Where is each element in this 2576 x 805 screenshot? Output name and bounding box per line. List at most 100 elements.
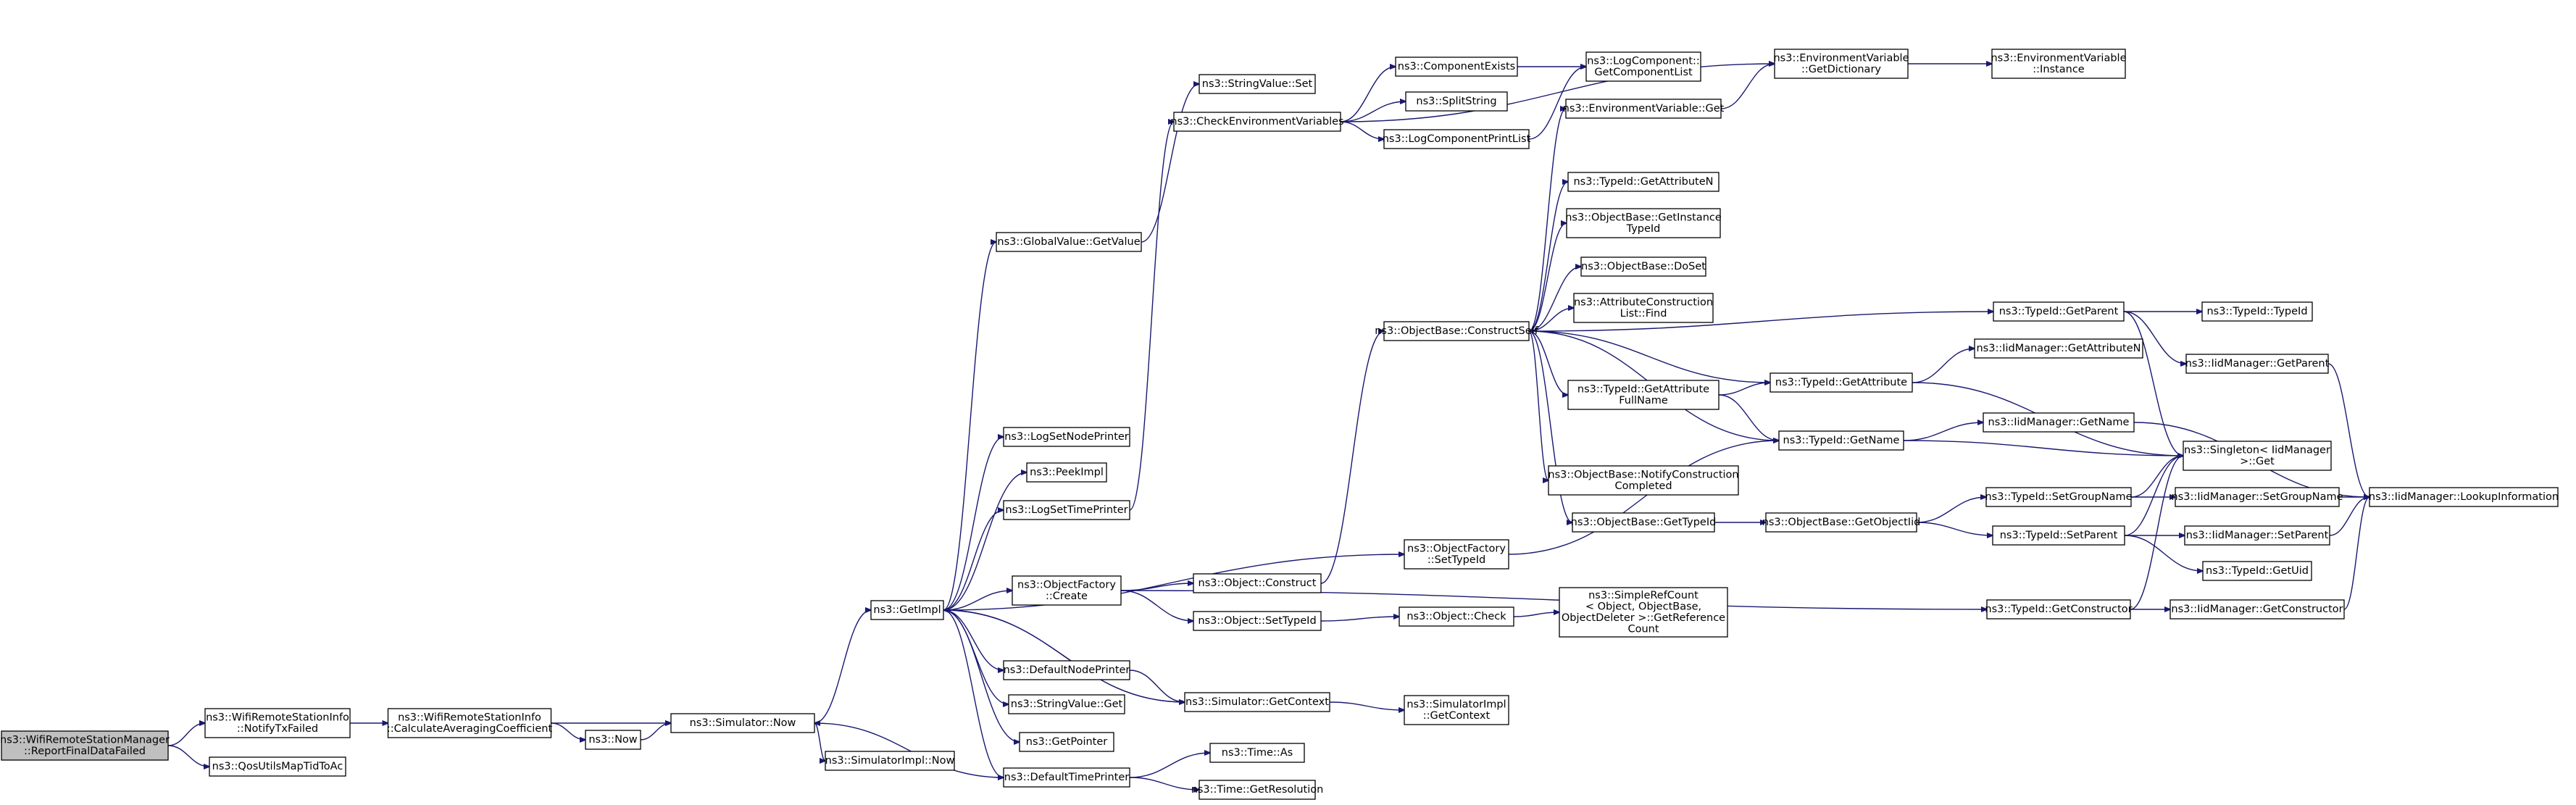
graph-node-simnow[interactable]: ns3::Simulator::Now: [670, 713, 815, 733]
node-box: [870, 600, 944, 620]
node-box: [1003, 427, 1130, 447]
node-box: [1983, 412, 2135, 433]
graph-node-ofcreate[interactable]: ns3::ObjectFactory::Create: [1012, 575, 1122, 606]
graph-node-svset[interactable]: ns3::StringValue::Set: [1199, 74, 1316, 94]
graph-node-tidgetattrn[interactable]: ns3::TypeId::GetAttributeN: [1567, 172, 1720, 192]
graph-node-iidlookup[interactable]: ns3::IidManager::LookupInformation: [2369, 487, 2559, 507]
graph-node-getpointer[interactable]: ns3::GetPointer: [1019, 732, 1114, 752]
graph-node-lognode[interactable]: ns3::LogSetNodePrinter: [1003, 427, 1130, 447]
graph-node-logcompget[interactable]: ns3::LogComponent::GetComponentList: [1585, 51, 1701, 82]
node-box: [1008, 694, 1125, 714]
edge-obcs-to-tidgetattr: [1528, 330, 1770, 383]
graph-node-timeas[interactable]: ns3::Time::As: [1209, 743, 1305, 763]
graph-node-qosutils[interactable]: ns3::QosUtilsMapTidToAc: [209, 756, 346, 777]
graph-node-checkenv[interactable]: ns3::CheckEnvironmentVariables: [1170, 112, 1344, 132]
graph-node-notify[interactable]: ns3::WifiRemoteStationInfo::NotifyTxFail…: [204, 708, 351, 738]
graph-node-compexists[interactable]: ns3::ComponentExists: [1395, 57, 1518, 77]
graph-node-obnotify[interactable]: ns3::ObjectBase::NotifyConstructionCompl…: [1548, 465, 1739, 496]
graph-node-tidsetgroup[interactable]: ns3::TypeId::SetGroupName: [1985, 487, 2133, 507]
graph-node-simimplnow[interactable]: ns3::SimulatorImpl::Now: [825, 751, 955, 771]
graph-node-splitstring[interactable]: ns3::SplitString: [1405, 91, 1508, 112]
node-label: ns3::ObjectBase::ConstructSelf: [1375, 325, 1538, 337]
node-label: ns3::Time::GetResolution: [1191, 784, 1324, 796]
node-box: [1003, 767, 1130, 788]
edge-tidgetname-to-iidgetname: [1903, 422, 1983, 441]
graph-node-tidgetuid[interactable]: ns3::TypeId::GetUid: [2202, 561, 2312, 581]
graph-node-svget[interactable]: ns3::StringValue::Get: [1008, 694, 1125, 714]
graph-node-iidgetattrn[interactable]: ns3::IidManager::GetAttributeN: [1974, 338, 2143, 359]
edge-tidgetattr-to-iidgetattrn: [1912, 349, 1975, 383]
graph-node-obdoset[interactable]: ns3::ObjectBase::DoSet: [1580, 256, 1706, 277]
graph-node-calcavg[interactable]: ns3::WifiRemoteStationInfo::CalculateAve…: [387, 708, 553, 738]
graph-node-tidsetparent[interactable]: ns3::TypeId::SetParent: [1992, 525, 2125, 546]
node-label: ns3::IidManager::GetAttributeN: [1976, 343, 2141, 354]
node-label: ns3::CheckEnvironmentVariables: [1170, 116, 1343, 128]
graph-node-defnode[interactable]: ns3::DefaultNodePrinter: [1003, 660, 1130, 680]
graph-node-deftime[interactable]: ns3::DefaultTimePrinter: [1003, 767, 1130, 788]
node-label: ns3::ObjectBase::GetObjectIid: [1762, 517, 1921, 528]
graph-node-envinst[interactable]: ns3::EnvironmentVariable::Instance: [1991, 49, 2127, 79]
edge-getimpl-to-ofcreate: [943, 591, 1012, 611]
graph-node-objcheck[interactable]: ns3::Object::Check: [1399, 606, 1514, 627]
graph-node-iidgetctor[interactable]: ns3::IidManager::GetConstructor: [2169, 599, 2345, 620]
node-box: [1199, 74, 1316, 94]
graph-node-ofsettypeid[interactable]: ns3::ObjectFactory::SetTypeId: [1404, 539, 1509, 570]
node-box: [1193, 573, 1322, 593]
graph-node-simgetctx[interactable]: ns3::Simulator::GetContext: [1184, 692, 1330, 712]
node-box: [2184, 525, 2330, 546]
graph-node-tidgetparent[interactable]: ns3::TypeId::GetParent: [1993, 301, 2125, 322]
graph-node-envget[interactable]: ns3::EnvironmentVariable::Get: [1563, 99, 1725, 119]
node-label: ns3::Simulator::GetContext: [1185, 696, 1329, 708]
node-box: [1585, 51, 1701, 82]
graph-node-simimplctx[interactable]: ns3::SimulatorImpl::GetContext: [1404, 695, 1509, 725]
graph-node-logtime[interactable]: ns3::LogSetTimePrinter: [1003, 500, 1130, 520]
edge-envget-to-envdict: [1720, 64, 1775, 109]
node-label: ns3::Object::SetTypeId: [1198, 615, 1316, 627]
node-label: ns3::LogSetTimePrinter: [1005, 504, 1127, 516]
graph-node-gvgetvalue[interactable]: ns3::GlobalValue::GetValue: [996, 232, 1142, 252]
graph-node-tidgetname[interactable]: ns3::TypeId::GetName: [1778, 430, 1904, 451]
graph-node-objconstruct[interactable]: ns3::Object::Construct: [1193, 573, 1322, 593]
graph-node-singleton[interactable]: ns3::Singleton< IidManager >::Get: [2183, 441, 2332, 471]
edge-getimpl-to-getpointer: [943, 609, 1020, 742]
graph-node-obcs[interactable]: ns3::ObjectBase::ConstructSelf: [1375, 321, 1539, 341]
graph-node-getimpl[interactable]: ns3::GetImpl: [870, 600, 944, 620]
graph-node-iidgetparent[interactable]: ns3::IidManager::GetParent: [2185, 354, 2330, 374]
node-box: [1003, 660, 1130, 680]
graph-node-iidsetparent[interactable]: ns3::IidManager::SetParent: [2184, 525, 2330, 546]
graph-node-iidsetgroup[interactable]: ns3::IidManager::SetGroupName: [2171, 487, 2343, 507]
graph-node-logcompprint[interactable]: ns3::LogComponentPrintList: [1383, 129, 1531, 149]
graph-node-root[interactable]: ns3::WifiRemoteStationManager::ReportFin…: [0, 730, 170, 761]
graph-node-now[interactable]: ns3::Now: [585, 730, 641, 750]
graph-node-tidtypeid[interactable]: ns3::TypeId::TypeId: [2201, 301, 2313, 322]
node-label: ns3::TypeId::GetAttribute: [1775, 377, 1907, 388]
node-label: ns3::SplitString: [1416, 96, 1496, 107]
graph-node-obgetobjectid[interactable]: ns3::ObjectBase::GetObjectIid: [1762, 512, 1921, 533]
edge-obcs-to-tidgetattrfull: [1528, 330, 1568, 395]
graph-node-peekimpl[interactable]: ns3::PeekImpl: [1026, 462, 1107, 483]
node-label: ns3::SimpleRefCount: [1588, 590, 1698, 601]
graph-node-tidgetctor[interactable]: ns3::TypeId::GetConstructor: [1985, 599, 2133, 620]
graph-node-timeres[interactable]: ns3::Time::GetResolution: [1191, 780, 1324, 800]
node-box: [1026, 462, 1107, 483]
node-box: [1012, 575, 1122, 606]
node-label: ns3::ObjectFactory: [1407, 543, 1506, 554]
node-box: [209, 756, 346, 777]
node-box: [1399, 606, 1514, 627]
node-label: FullName: [1619, 395, 1668, 406]
graph-node-obgettypeid[interactable]: ns3::ObjectBase::GetTypeId: [1571, 512, 1717, 533]
graph-node-srcget[interactable]: ns3::SimpleRefCount< Object, ObjectBase,…: [1559, 587, 1728, 638]
edge-objconstruct-to-obcs: [1320, 331, 1384, 584]
node-label: ns3::PeekImpl: [1030, 467, 1104, 478]
graph-node-tidgetattr[interactable]: ns3::TypeId::GetAttribute: [1770, 372, 1913, 393]
edge-checkenv-to-compexists: [1340, 67, 1396, 122]
graph-node-iidgetname[interactable]: ns3::IidManager::GetName: [1983, 412, 2135, 433]
node-box: [670, 713, 815, 733]
graph-node-envdict[interactable]: ns3::EnvironmentVariable::GetDictionary: [1773, 49, 1909, 79]
node-box: [1580, 256, 1706, 277]
graph-node-objsettypeid[interactable]: ns3::Object::SetTypeId: [1193, 611, 1322, 631]
node-label: ObjectDeleter >::GetReference: [1562, 612, 1725, 624]
